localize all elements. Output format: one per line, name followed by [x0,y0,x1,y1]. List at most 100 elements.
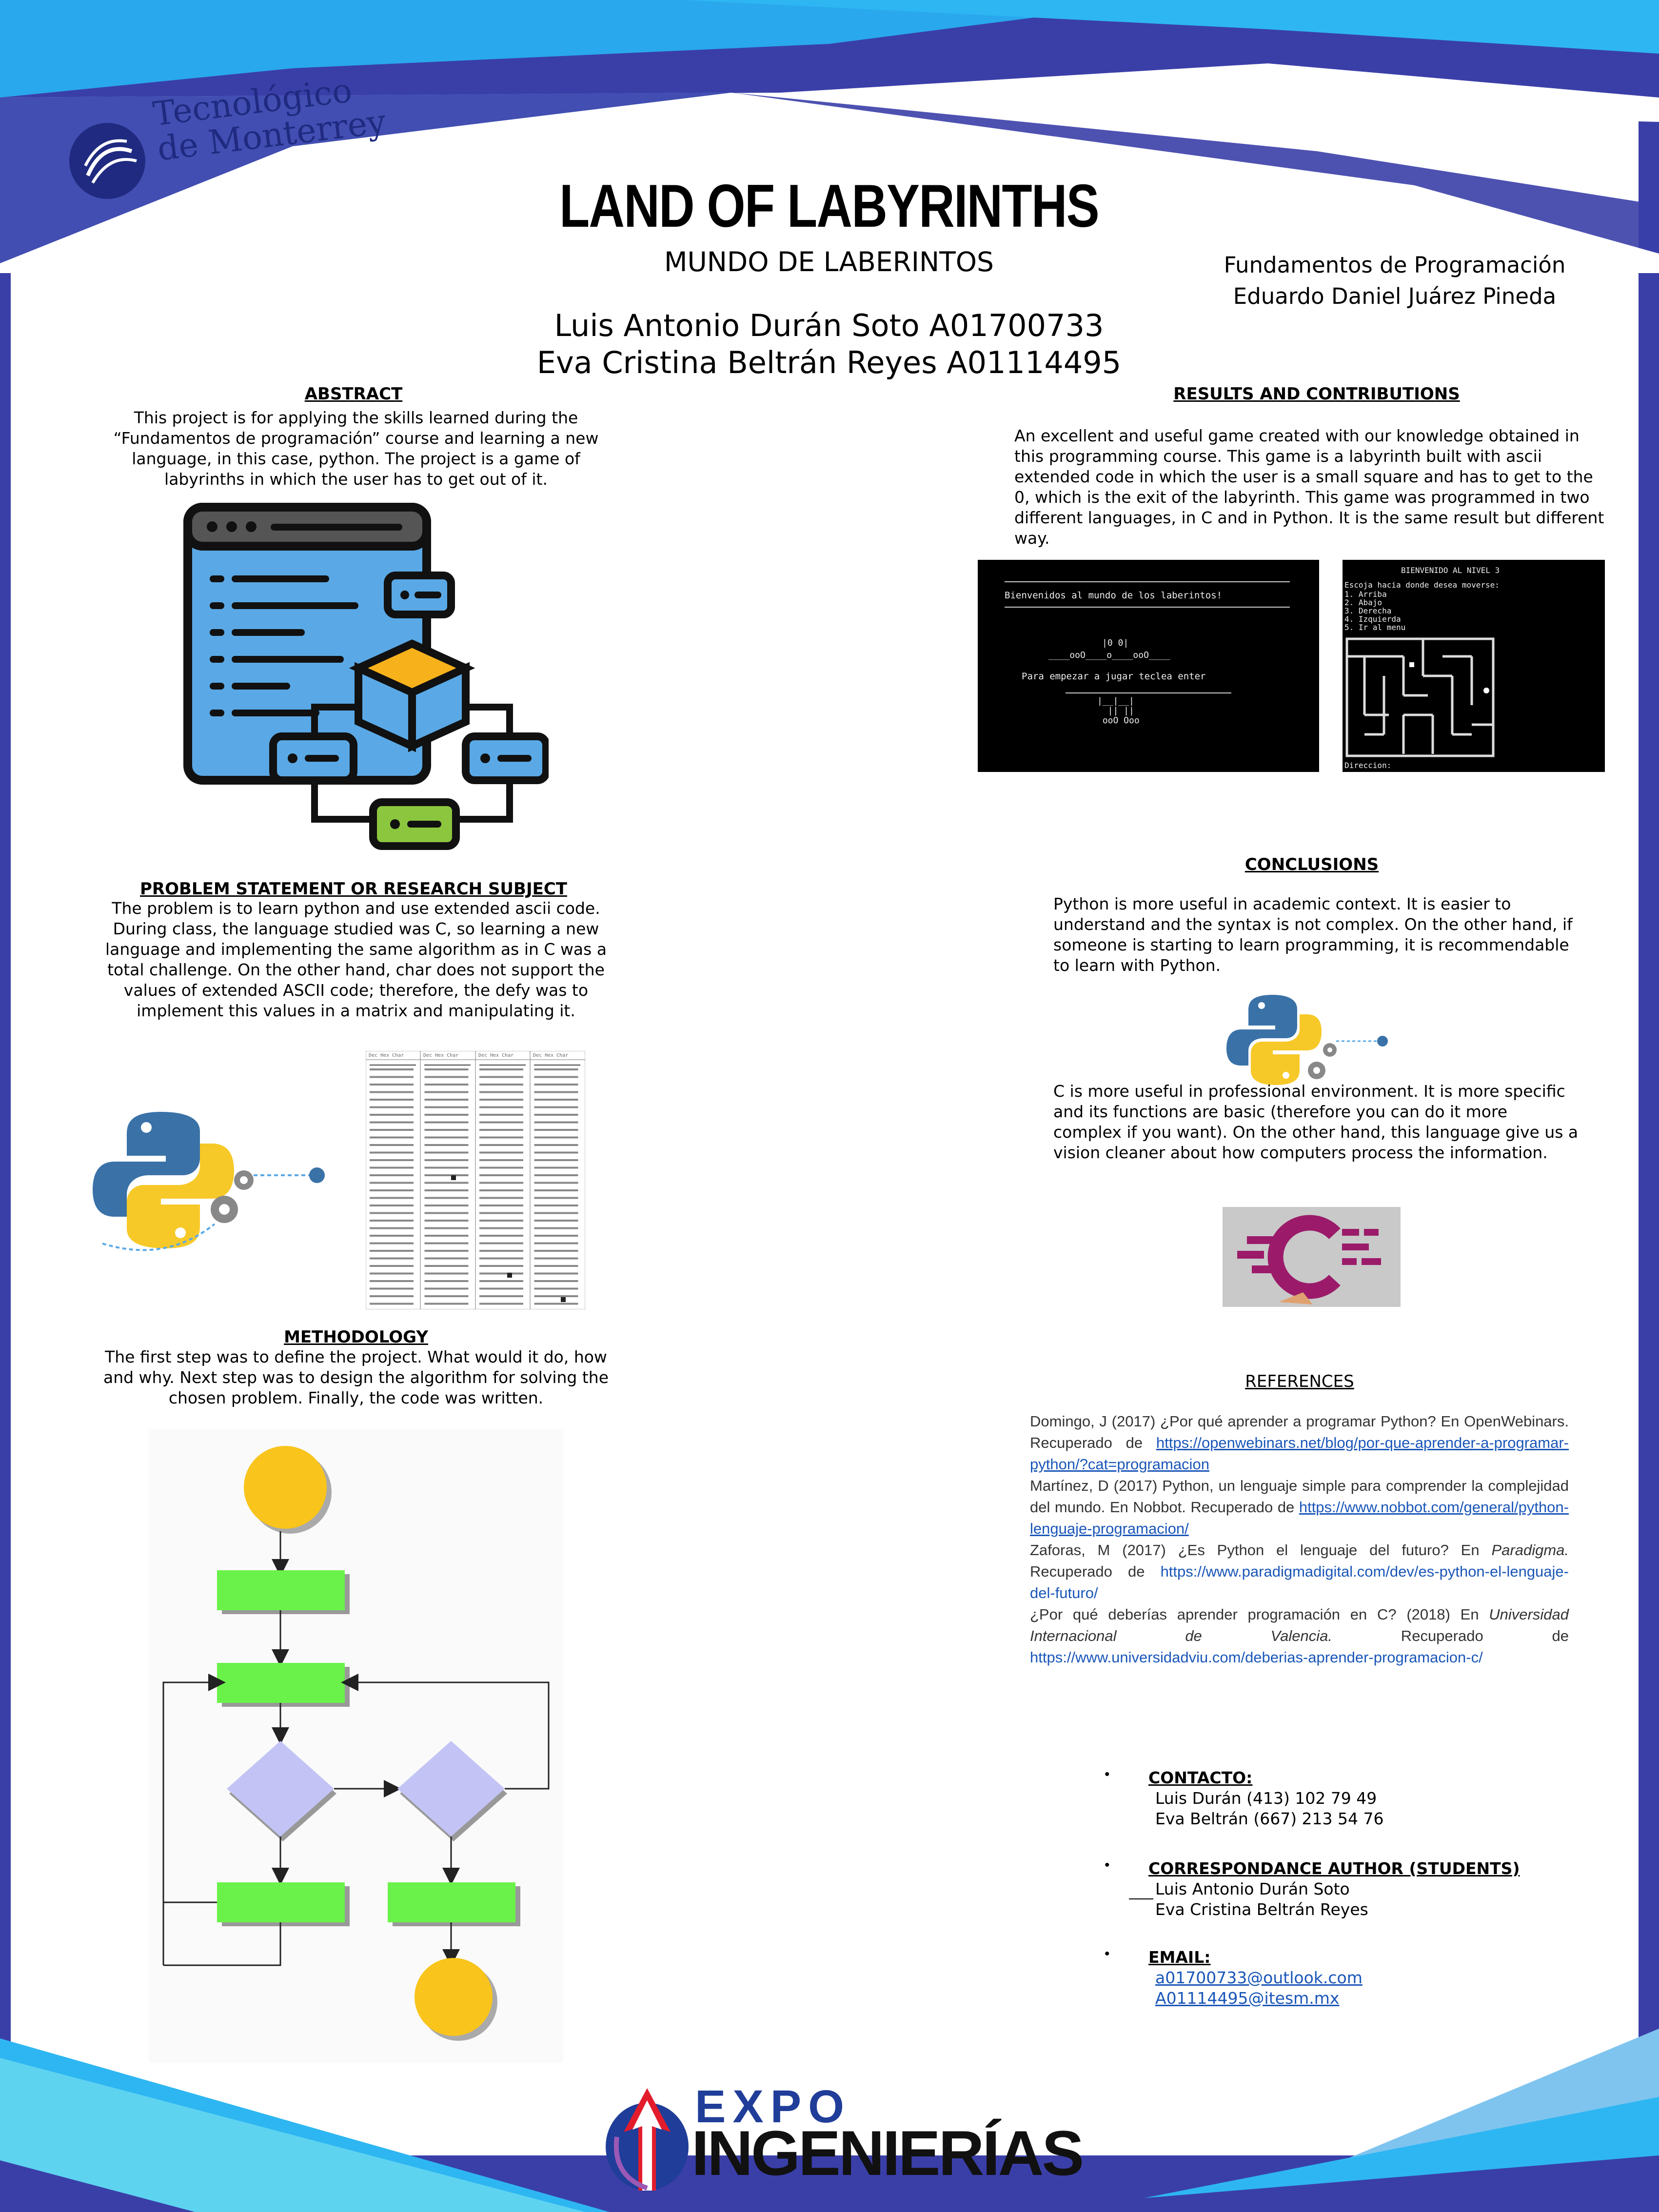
ascii-table-row [479,1166,523,1169]
professor-name: Eduardo Daniel Juárez Pineda [1233,283,1557,309]
authors: Luis Antonio Durán Soto A01700733 Eva Cr… [439,307,1219,381]
ascii-table-row [534,1084,578,1086]
ascii-table-row [534,1151,578,1154]
ascii-table-row [424,1121,469,1124]
ascii-table-row [534,1174,578,1176]
ascii-table-row [479,1205,523,1206]
ascii-table-row [370,1235,414,1237]
welcome-text: Bienvenidos al mundo de los laberintos! [1005,590,1223,601]
ascii-table-row [479,1280,523,1282]
ascii-table-row [534,1220,578,1222]
ascii-table-row [370,1129,414,1131]
python-logo-small-icon [1226,995,1388,1085]
reference-2-link[interactable]: https://www.nobbot.com/general/python-le… [1030,1499,1569,1537]
ascii-table-row [534,1144,578,1146]
ascii-table-row [370,1076,414,1078]
ascii-table-row [424,1220,469,1222]
ascii-table-row [370,1144,414,1146]
expo-ingenierias-logo-icon [606,2088,689,2191]
ascii-table-row [370,1280,414,1282]
reference-4: ¿Por qué deberías aprender programación … [1030,1606,1569,1666]
abstract-heading: ABSTRACT [304,384,403,404]
reference-3-link[interactable]: https://www.paradigmadigital.com/dev/es-… [1030,1563,1569,1601]
ascii-table-row [534,1106,578,1108]
correspondence-heading: CORRESPONDANCE AUTHOR (STUDENTS) [1148,1859,1520,1878]
email-link-1[interactable]: a01700733@outlook.com [1155,1968,1363,1987]
bullet-2: • [1105,1857,1110,1873]
ascii-table-row [534,1159,578,1161]
ascii-table-row [370,1068,414,1070]
underline-mark [1129,1898,1153,1899]
algorithm-illustration [183,503,549,850]
email-link-2[interactable]: A01114495@itesm.mx [1155,1989,1340,2008]
ascii-table-row [424,1174,469,1176]
ascii-table-row [479,1151,523,1154]
ascii-table-row [370,1099,414,1101]
problem-heading: PROBLEM STATEMENT OR RESEARCH SUBJECT [140,879,567,899]
ascii-table-row [534,1280,578,1282]
ascii-table-row [534,1129,578,1131]
game-screenshot-level3: BIENVENIDO AL NIVEL 3 Escoja hacia donde… [1343,560,1605,772]
ascii-table-row [479,1144,523,1146]
ascii-table-row [370,1121,414,1124]
ascii-table-row [534,1250,578,1252]
ascii-table-row [424,1091,469,1093]
ascii-table-row [424,1166,469,1169]
results-heading: RESULTS AND CONTRIBUTIONS [1173,384,1460,404]
python-logo-icon [93,1112,325,1251]
ascii-table-row [370,1106,414,1108]
ascii-table-row [424,1257,469,1260]
ascii-table-row [479,1212,523,1214]
ascii-table-row [424,1227,469,1229]
svg-text:Dec Hex Char: Dec Hex Char [478,1053,514,1058]
reference-2: Martínez, D (2017) Python, un lenguaje s… [1030,1477,1569,1537]
ascii-table-row [534,1099,578,1101]
reference-1-link[interactable]: https://openwebinars.net/blog/por-que-ap… [1030,1434,1569,1473]
ascii-table-row [370,1091,414,1093]
course-name: Fundamentos de Programación [1224,252,1566,278]
email-heading: EMAIL: [1148,1948,1211,1967]
ascii-table-row [424,1114,469,1116]
ascii-table-row [534,1265,578,1267]
ascii-table-row [424,1272,469,1275]
ascii-table-row [424,1242,469,1244]
ascii-table-row [424,1235,469,1237]
ascii-table-row [534,1235,578,1237]
ascii-table-row [370,1174,414,1176]
ascii-table-row [479,1114,523,1116]
ascii-table-row [370,1287,414,1290]
contact-phone-1: Luis Durán (413) 102 79 49 [1155,1789,1377,1808]
ingenierias-text: INGENIERÍAS [691,2117,1084,2189]
option-1: 1. Arriba [1344,590,1387,599]
ascii-table-row [479,1197,523,1199]
ascii-table-row [534,1076,578,1078]
ascii-table-row [370,1159,414,1161]
ascii-table-row [370,1084,414,1086]
ascii-table-row [479,1242,523,1244]
bullet-3: • [1105,1946,1110,1962]
option-4: 4. Izquierda [1344,614,1401,624]
c-language-logo-icon [1223,1207,1401,1307]
ascii-table-row [424,1151,469,1154]
option-5: 5. Ir al menu [1344,623,1406,632]
ascii-table-row [479,1091,523,1093]
ascii-table-row [534,1212,578,1214]
ascii-table-row [370,1272,414,1275]
ascii-table-row [479,1303,523,1305]
references-list: Domingo, J (2017) ¿Por qué aprender a pr… [1030,1411,1569,1668]
ascii-table-row [370,1166,414,1169]
ascii-table-row [534,1189,578,1191]
contact-phone-2: Eva Beltrán (667) 213 54 76 [1155,1809,1384,1828]
ascii-table-row [479,1287,523,1290]
ascii-table-row [534,1205,578,1206]
ascii-table-row [479,1250,523,1252]
option-2: 2. Abajo [1344,598,1382,607]
reference-4-link[interactable]: https://www.universidadviu.com/deberias-… [1030,1649,1483,1666]
ascii-table-row [534,1257,578,1260]
contact-heading: CONTACTO: [1148,1768,1253,1787]
ascii-table-row [479,1076,523,1078]
poster-subtitle: MUNDO DE LABERINTOS [664,246,994,277]
ascii-table-row [479,1295,523,1297]
course-info: Fundamentos de Programación Eduardo Dani… [1190,250,1600,312]
ascii-table-row [479,1136,523,1139]
